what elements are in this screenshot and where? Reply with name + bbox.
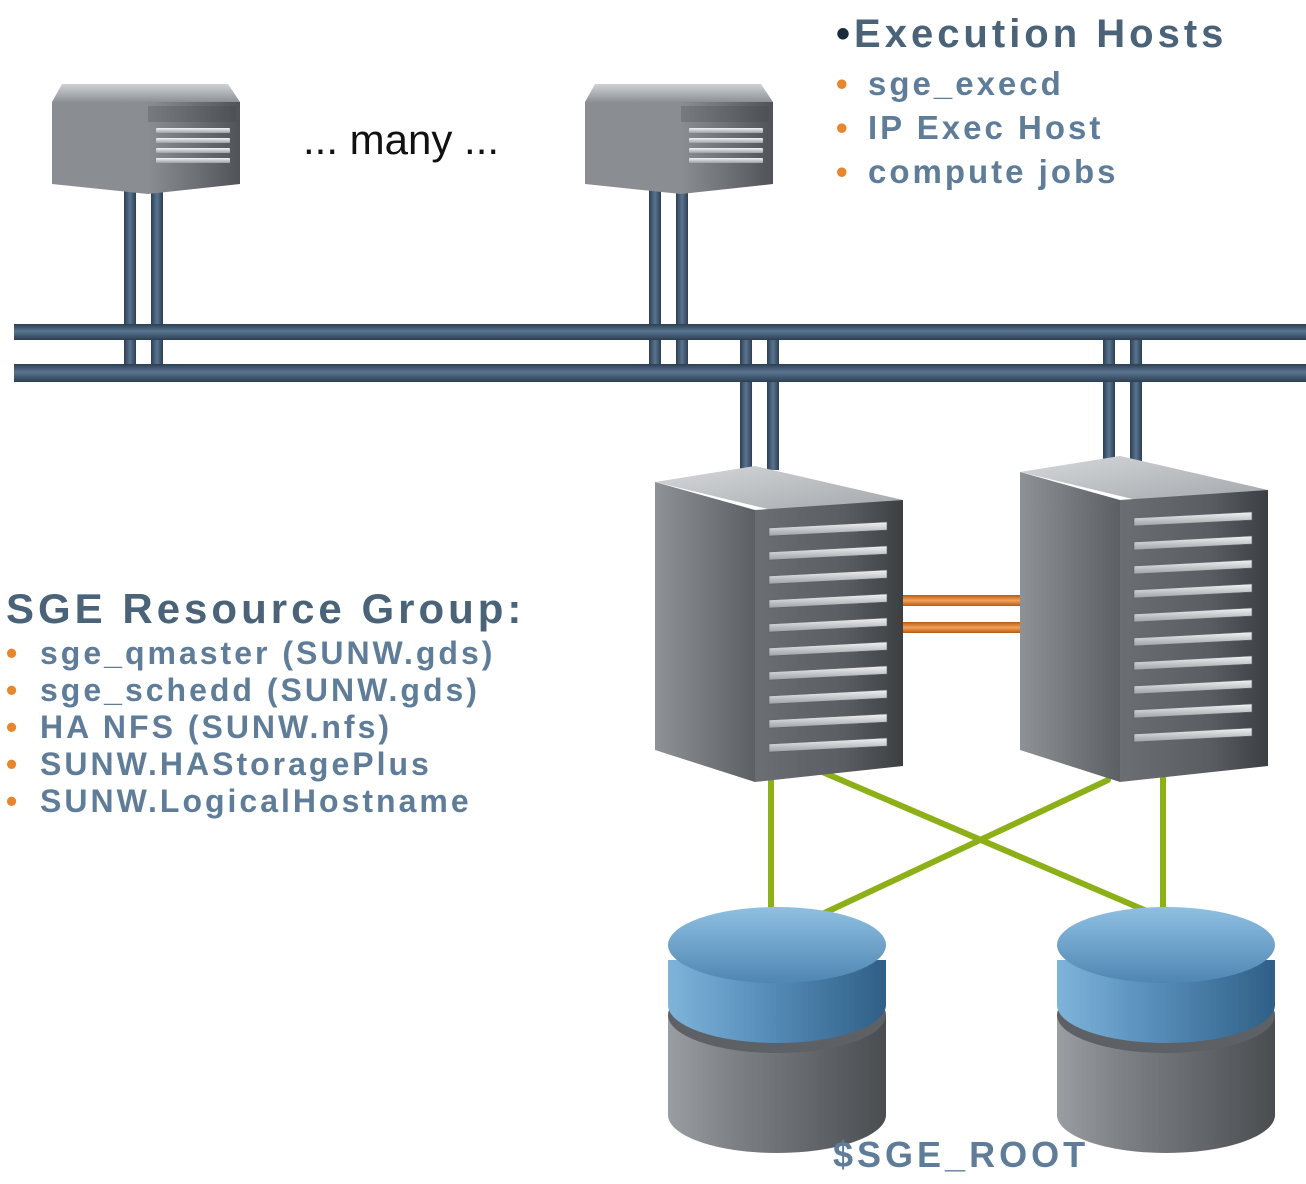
network-bus [14, 324, 1306, 382]
bullet-icon: • [6, 783, 21, 819]
storage-disk-2 [1057, 907, 1275, 1153]
bullet-icon: • [836, 109, 851, 146]
resource-group-list: •sge_qmaster (SUNW.gds) •sge_schedd (SUN… [6, 635, 525, 820]
list-item: •sge_execd [836, 62, 1227, 106]
many-label: ... many ... [303, 116, 500, 163]
execution-host-1 [52, 84, 240, 194]
exec-host-2-cables [649, 188, 688, 364]
bullet-icon: • [6, 709, 21, 745]
master-node-1 [655, 466, 903, 782]
storage-disk-1 [668, 907, 886, 1153]
resource-group-title: SGE Resource Group: [6, 585, 526, 632]
master-node-1-cables [740, 340, 779, 470]
bullet-icon: • [836, 65, 851, 102]
execution-hosts-block: •Execution Hosts •sge_execd •IP Exec Hos… [836, 8, 1227, 194]
bullet-icon: • [836, 153, 851, 190]
exec-host-1-cables [124, 188, 163, 364]
execution-hosts-title: •Execution Hosts [836, 12, 1228, 56]
list-item: •SUNW.HAStoragePlus [6, 746, 432, 782]
bullet-icon: • [6, 672, 21, 708]
execution-host-2 [585, 84, 773, 194]
list-item: •sge_qmaster (SUNW.gds) [6, 635, 496, 671]
list-item: •IP Exec Host [836, 106, 1227, 150]
list-item: •compute jobs [836, 150, 1227, 194]
cluster-interconnect [896, 595, 1026, 633]
resource-group-block: SGE Resource Group: •sge_qmaster (SUNW.g… [6, 583, 525, 820]
bullet-icon: • [6, 635, 21, 671]
list-item: •HA NFS (SUNW.nfs) [6, 709, 393, 745]
list-item: •sge_schedd (SUNW.gds) [6, 672, 480, 708]
bullet-icon: • [836, 12, 855, 56]
bullet-icon: • [6, 746, 21, 782]
storage-label: $SGE_ROOT [833, 1134, 1090, 1175]
list-item: •SUNW.LogicalHostname [6, 783, 472, 819]
master-node-2-cables [1103, 340, 1142, 470]
execution-hosts-list: •sge_execd •IP Exec Host •compute jobs [836, 62, 1227, 194]
storage-links [768, 747, 1166, 941]
master-node-2 [1020, 456, 1268, 782]
